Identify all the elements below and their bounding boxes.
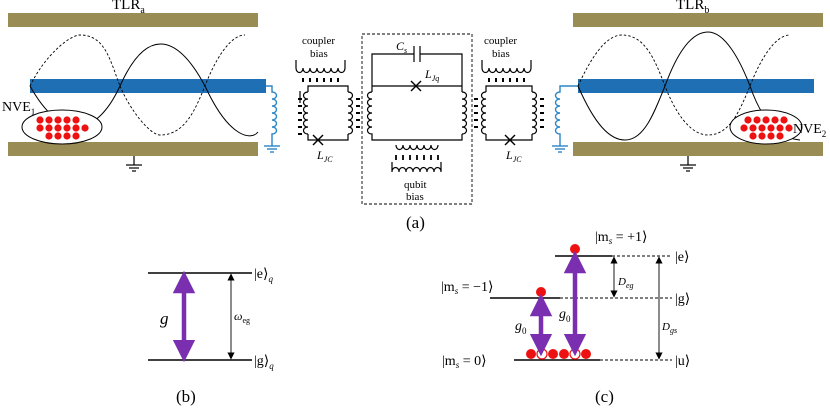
g-label-b: g xyxy=(160,309,169,328)
qubit-bias-l1: qubit xyxy=(404,179,427,191)
panel-a: TLRa NVE1 xyxy=(2,0,826,232)
e-state-b: |e⟩q xyxy=(254,267,273,284)
ljc-right-label: LJC xyxy=(505,148,522,164)
ms-plus-label: |ms = +1⟩ xyxy=(595,230,647,246)
panel-c: |ms = +1⟩ |ms = −1⟩ |ms = 0⟩ g0 g0 Deg D… xyxy=(441,230,690,406)
ground-b-icon xyxy=(680,156,696,172)
u-label-c: |u⟩ xyxy=(675,354,690,369)
panel-b: g ωeg |e⟩q |g⟩q (b) xyxy=(148,267,274,406)
tlr-b-center-line xyxy=(578,79,814,93)
nve-2-label: NVE2 xyxy=(793,122,826,139)
tlr-a-wave-cross xyxy=(29,34,246,136)
coupler-bias-right-l2: bias xyxy=(492,48,510,60)
deg-label: Deg xyxy=(617,276,634,290)
coupler-bias-left-l1: coupler xyxy=(302,35,335,47)
tlr-b-bottom-plate xyxy=(573,142,823,156)
ground-a-icon xyxy=(126,156,142,172)
jj-left-icon xyxy=(312,134,324,146)
coupling-coil-left-icon xyxy=(264,85,280,153)
omega-label-b: ωeg xyxy=(234,309,250,325)
caption-b: (b) xyxy=(176,387,196,406)
cs-label: Cs xyxy=(396,39,407,55)
g0-label-right: g0 xyxy=(559,307,571,324)
coupler-loop-right xyxy=(474,60,544,141)
caption-c: (c) xyxy=(595,387,614,406)
nve-1-spins xyxy=(36,116,89,140)
tlr-b-wave-solid xyxy=(577,31,801,141)
qubit-circuit xyxy=(366,46,468,173)
qubit-box xyxy=(361,33,473,205)
spin-plus-c xyxy=(570,244,580,254)
qubit-bias-l2: bias xyxy=(406,191,424,203)
nve-1-label: NVE1 xyxy=(2,100,35,117)
g0-label-left: g0 xyxy=(515,319,527,336)
ljq-label: LJq xyxy=(424,67,439,83)
ms-zero-label: |ms = 0⟩ xyxy=(442,354,487,370)
e-label-c: |e⟩ xyxy=(675,250,689,265)
jj-qubit-icon xyxy=(410,80,422,92)
coupler-bias-right-l1: coupler xyxy=(484,35,517,47)
tlr-b-label: TLRb xyxy=(676,0,709,16)
g-label-c: |g⟩ xyxy=(675,292,690,307)
tlr-b-resonator xyxy=(573,13,823,156)
spin-minus-c xyxy=(536,287,546,297)
nve-1-ensemble xyxy=(21,109,103,145)
tlr-b-wave-dashed xyxy=(577,34,791,136)
coupler-bias-left-l2: bias xyxy=(310,48,328,60)
tlr-a-center-line xyxy=(30,79,266,93)
nve-2-spins xyxy=(740,116,793,140)
tlr-b-top-plate xyxy=(573,13,823,27)
nve-2-ensemble xyxy=(729,109,803,145)
jj-right-icon xyxy=(504,134,516,146)
tlr-a-top-plate xyxy=(8,13,258,27)
ms-minus-label: |ms = −1⟩ xyxy=(441,280,493,296)
tlr-a-label: TLRa xyxy=(112,0,145,16)
g-state-b: |g⟩q xyxy=(254,354,274,371)
tlr-a-bottom-plate xyxy=(8,142,258,156)
coupler-loop-left xyxy=(295,60,360,141)
ground-spins-c xyxy=(526,348,591,360)
dgs-label: Dgs xyxy=(661,321,677,335)
ljc-left-label: LJC xyxy=(316,148,333,164)
coupling-coil-right-icon xyxy=(552,85,578,153)
caption-a: (a) xyxy=(406,213,425,232)
